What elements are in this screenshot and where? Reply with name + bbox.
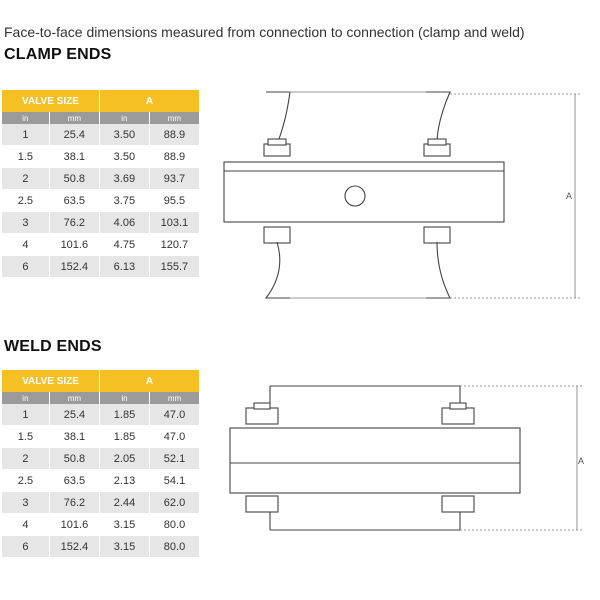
valve-size-in-cell: 2 <box>2 447 50 470</box>
valve-size-in-cell: 6 <box>2 255 50 278</box>
valve-size-in-cell: 1 <box>2 404 50 426</box>
dimension-a-mm-cell: 88.9 <box>149 124 201 146</box>
dimension-a-mm-cell: 80.0 <box>149 513 201 536</box>
clamp-section-title: CLAMP ENDS <box>4 46 112 63</box>
valve-size-mm-cell: 50.8 <box>49 167 100 190</box>
dimension-a-mm-cell: 93.7 <box>149 167 201 190</box>
intro-text: Face-to-face dimensions measured from co… <box>4 24 525 40</box>
valve-size-mm-cell: 76.2 <box>49 211 100 234</box>
valve-size-mm-cell: 63.5 <box>49 189 100 212</box>
dimension-a-in-cell: 1.85 <box>99 425 150 448</box>
dimension-a-mm-cell: 88.9 <box>149 145 201 168</box>
dimension-a-in-cell: 2.05 <box>99 447 150 470</box>
valve-size-header: VALVE SIZE <box>2 370 101 392</box>
weld-end-drawing: A <box>229 385 584 531</box>
dimension-a-mm-cell: 120.7 <box>149 233 201 256</box>
dimension-a-mm-cell: 52.1 <box>149 447 201 470</box>
dimension-a-in-cell: 3.50 <box>99 145 150 168</box>
dimension-a-header: A <box>99 90 201 112</box>
valve-size-mm-cell: 76.2 <box>49 491 101 514</box>
dimension-a-in-cell: 3.15 <box>99 535 150 558</box>
clamp-end-drawing: A <box>223 91 580 299</box>
valve-size-in-cell: 2.5 <box>2 189 50 212</box>
valve-size-in-cell: 1 <box>2 124 50 146</box>
valve-size-in-cell: 2 <box>2 167 50 190</box>
dimension-a-in-cell: 3.69 <box>99 167 150 190</box>
dimension-a-in-cell: 4.06 <box>99 211 150 234</box>
unit-header: mm <box>149 112 201 124</box>
valve-size-in-cell: 3 <box>2 211 50 234</box>
weld-section-title: WELD ENDS <box>4 338 102 355</box>
dimension-a-in-cell: 3.75 <box>99 189 150 212</box>
weld-dimension-a-label: A <box>578 456 584 466</box>
dimension-a-mm-cell: 54.1 <box>149 469 201 492</box>
valve-size-in-cell: 3 <box>2 491 50 514</box>
valve-size-mm-cell: 50.8 <box>49 447 101 470</box>
valve-size-mm-cell: 38.1 <box>49 145 100 168</box>
valve-size-in-cell: 4 <box>2 513 50 536</box>
valve-size-mm-cell: 63.5 <box>49 469 101 492</box>
dimension-a-header: A <box>99 370 200 392</box>
dimension-a-mm-cell: 103.1 <box>149 211 201 234</box>
dimension-a-mm-cell: 80.0 <box>149 535 201 558</box>
dimension-a-in-cell: 4.75 <box>99 233 150 256</box>
valve-size-header: VALVE SIZE <box>2 90 100 112</box>
unit-header: mm <box>149 392 201 404</box>
dimension-a-in-cell: 1.85 <box>99 404 150 426</box>
unit-header: mm <box>49 392 101 404</box>
unit-header: in <box>2 112 50 124</box>
valve-size-mm-cell: 152.4 <box>49 255 100 278</box>
unit-header: in <box>99 112 150 124</box>
unit-header: in <box>2 392 50 404</box>
valve-size-in-cell: 4 <box>2 233 50 256</box>
dimension-a-mm-cell: 62.0 <box>149 491 201 514</box>
dimension-a-mm-cell: 155.7 <box>149 255 201 278</box>
dimension-a-in-cell: 6.13 <box>99 255 150 278</box>
valve-size-in-cell: 1.5 <box>2 145 50 168</box>
valve-size-mm-cell: 152.4 <box>49 535 101 558</box>
dimension-a-mm-cell: 95.5 <box>149 189 201 212</box>
valve-size-mm-cell: 101.6 <box>49 233 100 256</box>
valve-size-mm-cell: 101.6 <box>49 513 101 536</box>
dimension-a-in-cell: 3.50 <box>99 124 150 146</box>
unit-header: in <box>99 392 150 404</box>
dimension-a-in-cell: 2.44 <box>99 491 150 514</box>
valve-size-in-cell: 6 <box>2 535 50 558</box>
dimension-a-in-cell: 2.13 <box>99 469 150 492</box>
dimension-a-mm-cell: 47.0 <box>149 425 201 448</box>
valve-size-mm-cell: 25.4 <box>49 404 101 426</box>
dimension-a-mm-cell: 47.0 <box>149 404 201 426</box>
valve-size-in-cell: 2.5 <box>2 469 50 492</box>
valve-size-in-cell: 1.5 <box>2 425 50 448</box>
clamp-dimension-a-label: A <box>566 191 572 201</box>
valve-size-mm-cell: 25.4 <box>49 124 100 146</box>
valve-size-mm-cell: 38.1 <box>49 425 101 448</box>
unit-header: mm <box>49 112 100 124</box>
dimension-a-in-cell: 3.15 <box>99 513 150 536</box>
